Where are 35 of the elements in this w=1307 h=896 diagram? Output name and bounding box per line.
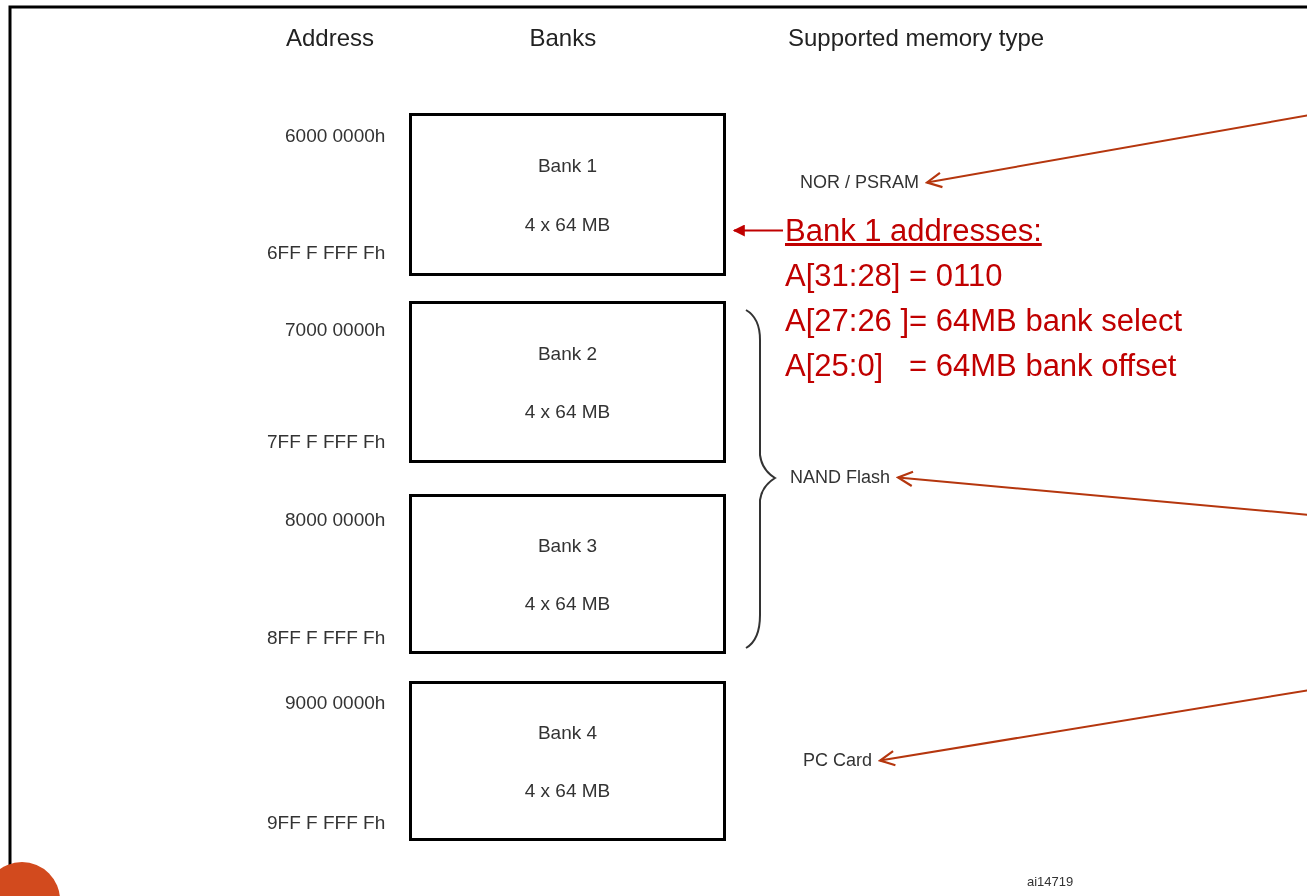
bank-size: 4 x 64 MB — [523, 213, 612, 236]
address-bits-text: A[25:0] = 64MB bank offset — [785, 347, 1178, 385]
column-heading: Banks — [529, 24, 597, 52]
memory-type-text: NOR / PSRAM — [800, 172, 919, 193]
address-text: 6000 0000h — [285, 125, 386, 147]
address-text: 6FF F FFF Fh — [267, 242, 386, 264]
bank-size: 4 x 64 MB — [523, 780, 612, 802]
bank-box — [409, 494, 726, 654]
address-text: 7000 0000h — [285, 319, 386, 341]
column-heading: Supported memory type — [788, 24, 1045, 52]
note-heading: Bank 1 addresses: — [785, 212, 1042, 250]
arrow — [878, 689, 1307, 767]
address-text: 8FF F FFF Fh — [267, 627, 386, 649]
address-text: 7FF F FFF Fh — [267, 431, 386, 453]
address-bits-text: A[31:28] = 0110 — [785, 257, 1004, 295]
address-text: 9FF F FFF Fh — [267, 812, 386, 834]
address-text: 9000 0000h — [285, 692, 386, 714]
bank-name: Bank 4 — [536, 722, 599, 745]
bank-size: 4 x 64 MB — [523, 401, 612, 424]
memory-type-text: NAND Flash — [790, 467, 891, 488]
bank-box — [409, 113, 726, 276]
bank-box — [409, 301, 726, 463]
bank-name: Bank 2 — [536, 342, 599, 365]
memory-type-text: PC Card — [803, 750, 873, 771]
bank-name: Bank 3 — [536, 535, 599, 558]
arrow — [896, 470, 1307, 516]
arrow — [732, 224, 784, 237]
figure-id: ai14719 — [1027, 874, 1074, 889]
bank-box — [409, 681, 726, 841]
bank-size: 4 x 64 MB — [523, 593, 612, 615]
arrow — [925, 114, 1307, 189]
column-heading: Address — [286, 24, 375, 52]
address-bits-text: A[27:26 ]= 64MB bank select — [785, 302, 1183, 340]
bank-name: Bank 1 — [536, 155, 599, 178]
address-text: 8000 0000h — [285, 509, 386, 531]
